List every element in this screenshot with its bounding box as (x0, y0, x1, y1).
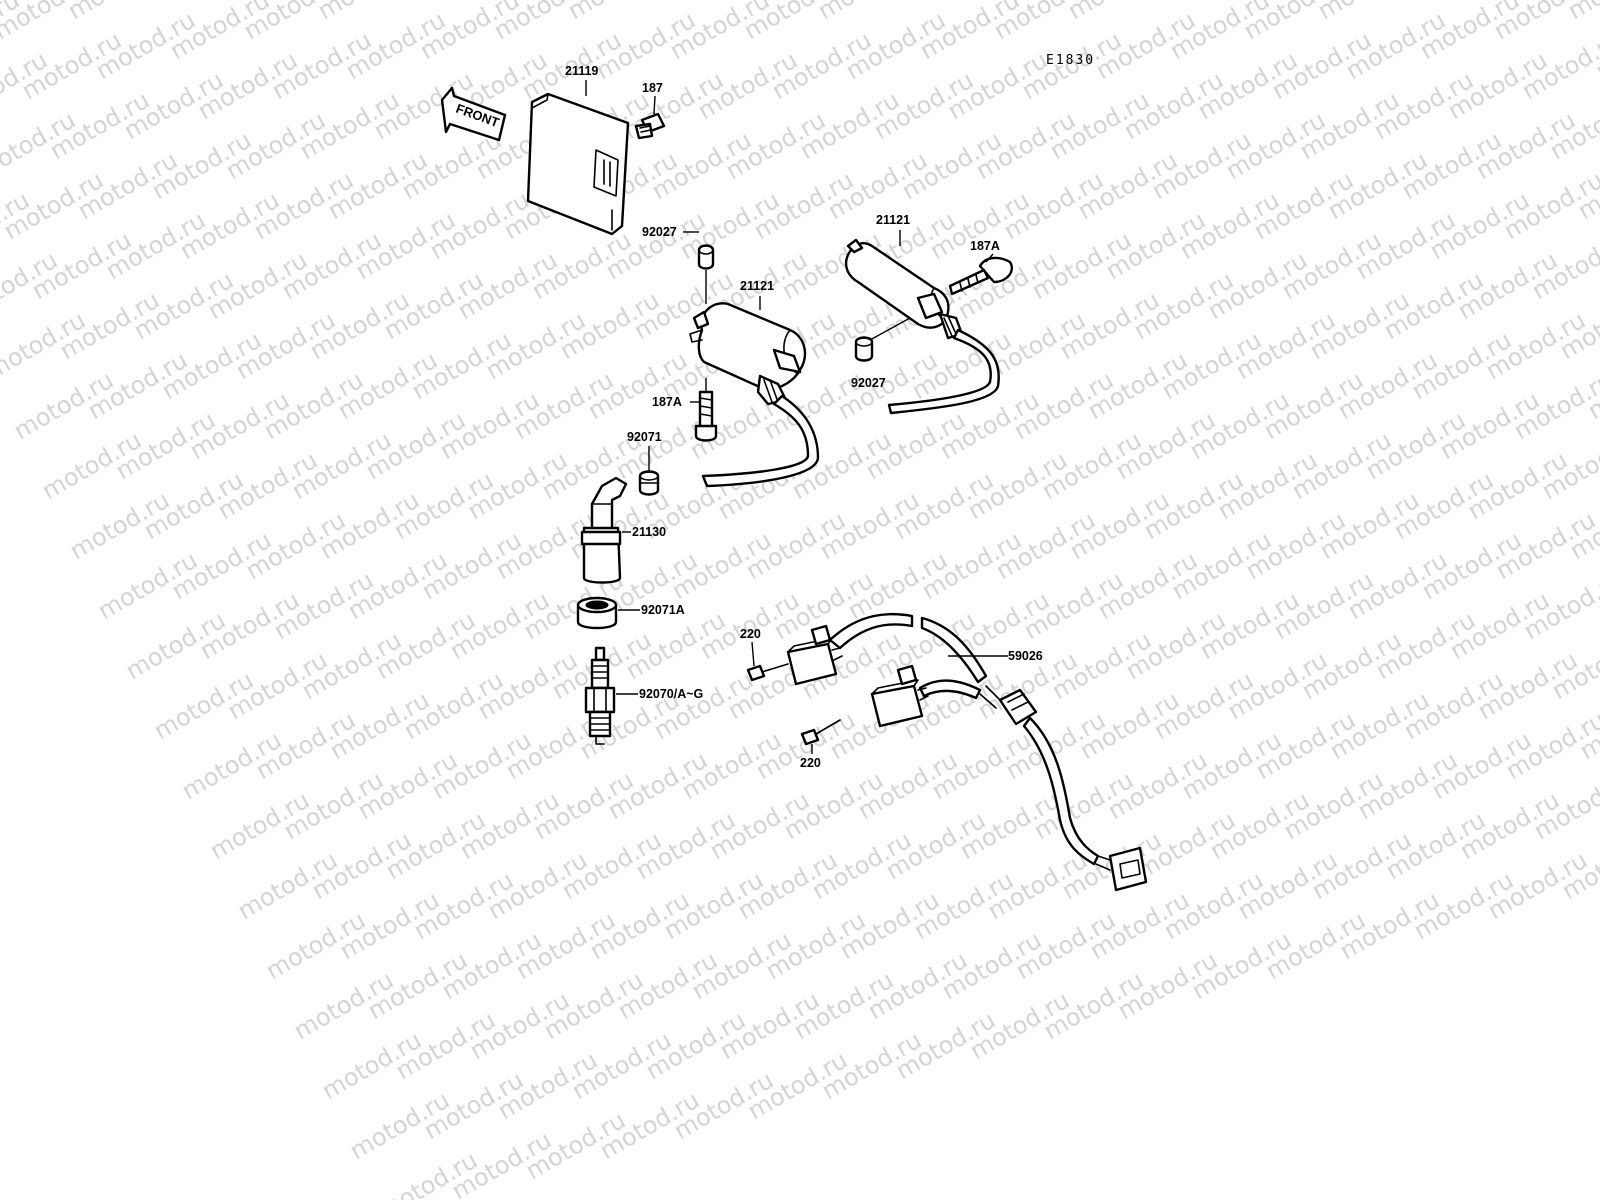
screw-220-top (746, 663, 789, 682)
screw-220-bottom (800, 719, 841, 746)
part-label-220-top: 220 (740, 627, 761, 641)
part-label-187A-left: 187A (652, 395, 682, 409)
collar-92027-left (697, 244, 715, 270)
part-label-59026: 59026 (1008, 649, 1043, 663)
front-arrow: FRONT (440, 86, 507, 142)
ignition-coil-left-21121 (689, 302, 820, 488)
part-label-220-bottom: 220 (800, 756, 821, 770)
diagram-code: E1830 (1046, 53, 1095, 68)
part-label-92070: 92070/A~G (639, 687, 703, 701)
ignitor-unit-21119 (526, 92, 630, 236)
watermark-text: motod.ru (63, 0, 172, 25)
wiring-harness-59026 (786, 612, 1148, 892)
watermark-text: motod.ru (813, 0, 922, 25)
ignition-coil-right-21121 (844, 238, 1000, 415)
part-label-21121-right: 21121 (876, 213, 910, 227)
watermark-text: motod.ru (1063, 0, 1172, 25)
part-label-21121-left: 21121 (740, 279, 774, 293)
screw-187 (634, 112, 666, 140)
cap-92071 (638, 470, 660, 496)
part-label-92027-right: 92027 (851, 376, 886, 390)
bolt-187A-right (948, 256, 1013, 296)
part-label-21119: 21119 (565, 64, 598, 78)
watermark-text: motod.ru (313, 0, 422, 25)
seal-92071A (576, 596, 618, 630)
part-label-92071A: 92071A (641, 603, 685, 617)
spark-plug-92070 (584, 646, 616, 745)
watermark-text: motod.ru (1313, 0, 1422, 25)
collar-92027-right (854, 336, 874, 362)
part-label-21130: 21130 (632, 525, 666, 539)
part-label-92071: 92071 (627, 430, 662, 444)
watermark-text: motod.ru (563, 0, 672, 25)
watermark-text: motod.ru (1563, 0, 1600, 25)
part-label-92027-left: 92027 (642, 225, 677, 239)
part-label-187: 187 (642, 81, 663, 95)
plug-cap-21130 (580, 476, 628, 584)
part-label-187A-right: 187A (970, 239, 1000, 253)
bolt-187A-left (694, 390, 718, 442)
